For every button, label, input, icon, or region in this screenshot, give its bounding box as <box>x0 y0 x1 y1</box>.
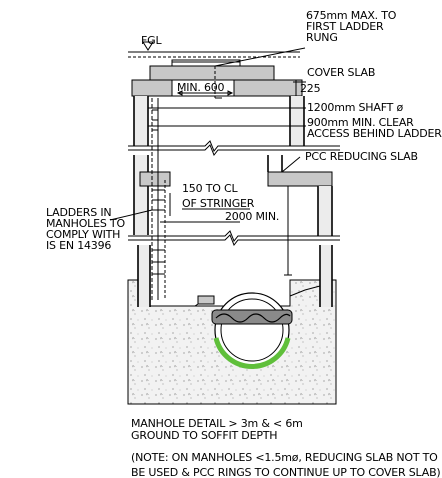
caption-1: MANHOLE DETAIL > 3m & < 6m <box>131 417 303 430</box>
lower-wall-right <box>320 245 332 307</box>
step-iron <box>197 295 215 305</box>
chain-link-band <box>211 309 293 325</box>
reducing-slab-right <box>267 171 333 187</box>
upper-wall-right <box>290 96 304 146</box>
benching-right <box>289 285 321 297</box>
label-pcc-slab: PCC REDUCING SLAB <box>305 150 418 163</box>
lower-wall-left <box>138 245 150 307</box>
pcc-slab-leader <box>281 156 301 173</box>
label-ladders-1: LADDERS IN <box>46 206 111 219</box>
manhole-cover-plate <box>171 59 241 67</box>
caption-2: GROUND TO SOFFIT DEPTH <box>131 429 277 442</box>
ladder-rungs <box>152 109 165 275</box>
label-max-rung-1: 675mm MAX. TO <box>306 9 397 22</box>
label-fgl: FGL <box>141 34 162 47</box>
break-line-upper-2 <box>128 144 340 156</box>
pipe-inner <box>220 298 284 362</box>
label-ladders-4: IS EN 14396 <box>46 239 111 252</box>
manhole-frame <box>149 65 275 81</box>
label-min-600: MIN. 600 <box>177 81 225 94</box>
break-line-lower-2 <box>128 234 340 246</box>
label-clear-access-2: ACCESS BEHIND LADDER <box>307 127 442 140</box>
label-clear-access-1: 900mm MIN. CLEAR <box>307 116 414 129</box>
break-line-lower <box>128 230 340 242</box>
label-ladders-3: COMPLY WITH <box>46 228 120 241</box>
note-1: (NOTE: ON MANHOLES <1.5mø, REDUCING SLAB… <box>131 451 438 464</box>
fgl-level-marker <box>142 41 154 51</box>
label-min-2000: 2000 MIN. <box>225 210 279 223</box>
middle-wall-left <box>134 155 148 235</box>
upper-wall-left <box>134 96 148 146</box>
rung-leader-line <box>214 47 306 67</box>
label-max-rung-2: FIRST LADDER <box>306 20 384 33</box>
label-max-rung-3: RUNG <box>306 31 338 44</box>
cover-slab-opening <box>171 79 235 97</box>
ladders-leader <box>109 209 153 221</box>
label-ladders-2: MANHOLES TO <box>46 217 125 230</box>
reducing-slab-left <box>139 171 171 187</box>
pipe-green-ring <box>213 337 291 369</box>
note-2: BE USED & PCC RINGS TO CONTINUE UP TO CO… <box>131 466 441 478</box>
label-cover-slab: COVER SLAB <box>307 66 375 79</box>
label-shaft: 1200mm SHAFT ø <box>307 101 403 114</box>
label-stringer-2: OF STRINGER <box>182 197 255 210</box>
label-stringer-1: 150 TO CL <box>182 182 238 195</box>
label-225: 225 <box>300 82 321 95</box>
break-line-upper <box>128 140 340 152</box>
